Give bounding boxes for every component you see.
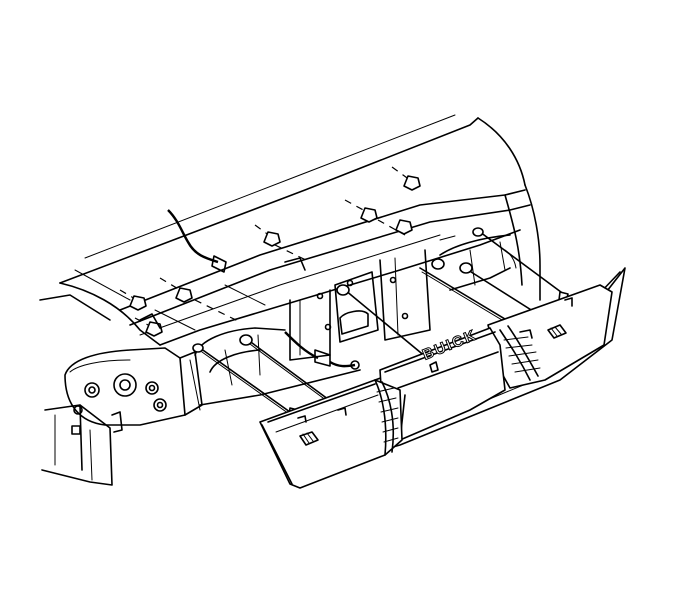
left-tail-lamp-assembly: [259, 379, 403, 489]
rear-bumper-bracket-left: [41, 347, 203, 486]
right-tail-lamp-assembly: [487, 284, 613, 389]
trunk-lid-edge: [139, 235, 456, 331]
wiring-harness-connector: [167, 209, 360, 370]
vehicle-rear-body: [39, 114, 541, 411]
